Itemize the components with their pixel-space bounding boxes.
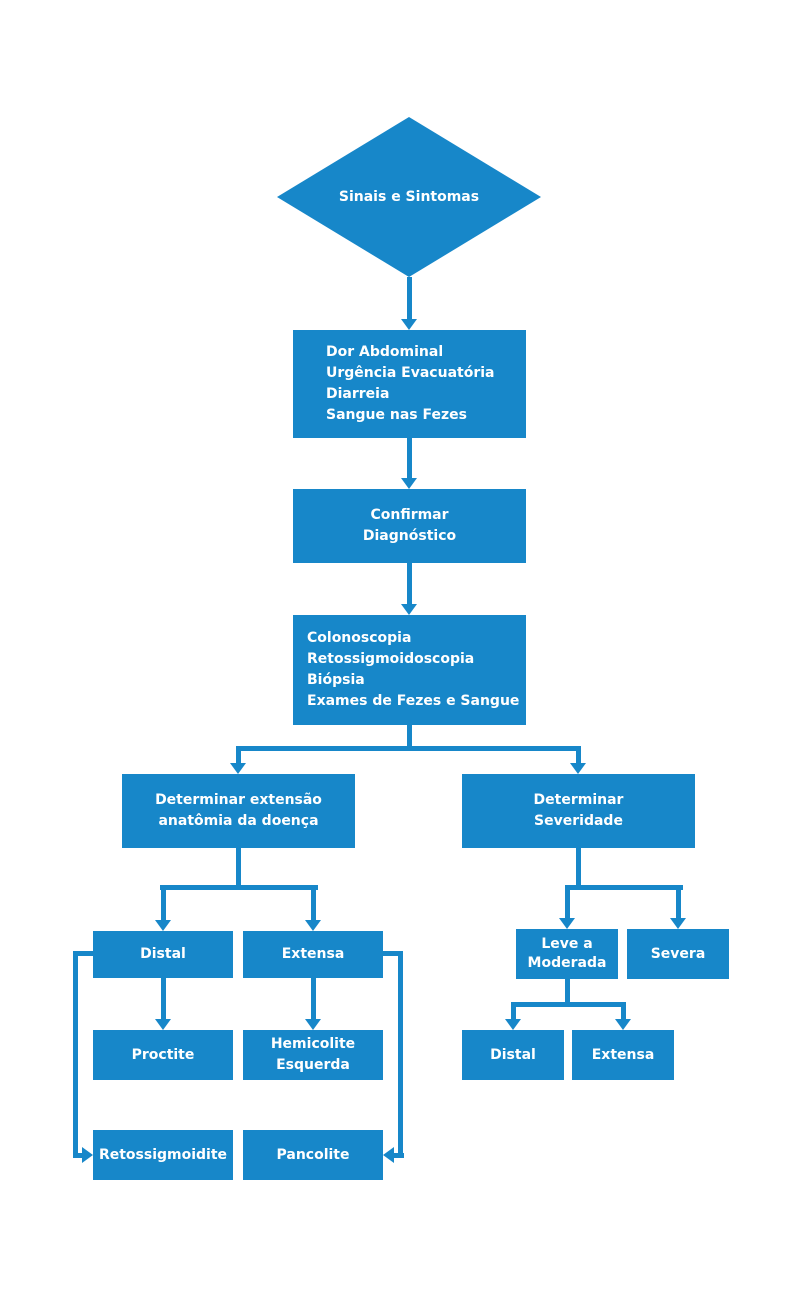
arrowhead-to-pancolite [383, 1147, 394, 1163]
severity-line: Determinar [533, 792, 624, 808]
exams-line: Exames de Fezes e Sangue [307, 693, 520, 709]
connector-extent-down [236, 848, 241, 890]
box-extensa-right: Extensa [572, 1030, 674, 1080]
connector-extent-horizontal [160, 885, 318, 890]
distal-left-label: Distal [140, 946, 186, 962]
exams-line: Colonoscopia [307, 630, 412, 646]
severity-line: Severidade [534, 813, 623, 829]
connector-extensa-bypass-in [394, 1153, 404, 1158]
arrowhead-to-hemicolite [305, 1019, 321, 1030]
box-determinar-severidade: Determinar Severidade [462, 774, 695, 848]
arrowhead-to-extent [230, 763, 246, 774]
connector-to-extensa-right [621, 1002, 626, 1022]
connector-branch-horizontal [236, 746, 581, 751]
arrowhead-to-confirm [401, 478, 417, 489]
box-distal-right: Distal [462, 1030, 564, 1080]
connector-to-leve-moderada [565, 885, 570, 921]
connector-to-distal-right [511, 1002, 516, 1022]
retossigmoidite-label: Retossigmoidite [98, 1146, 228, 1163]
box-retossigmoidite: Retossigmoidite [93, 1130, 233, 1180]
extensa-left-label: Extensa [281, 946, 345, 962]
connector-distal-bypass-in [73, 1153, 83, 1158]
box-exams: Colonoscopia Retossigmoidoscopia Biópsia… [293, 615, 526, 725]
connector-severity-down [576, 848, 581, 890]
connector-exams-down [407, 725, 412, 751]
box-hemicolite-esquerda: Hemicolite Esquerda [243, 1030, 383, 1080]
decision-sinais-e-sintomas: Sinais e Sintomas [277, 117, 541, 277]
box-pancolite: Pancolite [243, 1130, 383, 1180]
extensa-right-label: Extensa [591, 1046, 655, 1063]
symptoms-line: Dor Abdominal [326, 344, 444, 360]
proctite-label: Proctite [131, 1046, 195, 1063]
box-distal-left: Distal [93, 931, 233, 978]
connector-severity-horizontal [565, 885, 683, 890]
arrowhead-to-retossigmoidite [82, 1147, 93, 1163]
connector-to-severity [576, 746, 581, 766]
confirm-line: Diagnóstico [362, 528, 457, 544]
connector-extensa-bypass-out [383, 951, 403, 956]
box-leve-a-moderada: Leve a Moderada [516, 929, 618, 979]
box-proctite: Proctite [93, 1030, 233, 1080]
connector-leve-down [565, 979, 570, 1007]
exams-line: Retossigmoidoscopia [307, 651, 475, 667]
connector-distal-bypass-down [73, 951, 78, 1158]
symptoms-line: Diarreia [326, 386, 390, 402]
box-confirmar-diagnostico: Confirmar Diagnóstico [293, 489, 526, 563]
hemicolite-line: Esquerda [276, 1057, 350, 1073]
arrowhead-to-proctite [155, 1019, 171, 1030]
leve-moderada-line: Leve a [541, 936, 593, 952]
arrowhead-to-exams [401, 604, 417, 615]
box-extensa-left: Extensa [243, 931, 383, 978]
connector-symptoms-to-confirm [407, 438, 412, 481]
box-symptoms: Dor Abdominal Urgência Evacuatória Diarr… [293, 330, 526, 438]
arrowhead-to-distal-left [155, 920, 171, 931]
arrowhead-to-extensa-right [615, 1019, 631, 1030]
connector-decision-to-symptoms [407, 277, 412, 322]
severa-label: Severa [650, 945, 706, 962]
confirm-line: Confirmar [370, 507, 449, 523]
arrowhead-to-leve-moderada [559, 918, 575, 929]
hemicolite-line: Hemicolite [270, 1036, 356, 1052]
arrowhead-to-extensa-left [305, 920, 321, 931]
arrowhead-to-symptoms [401, 319, 417, 330]
connector-distal-bypass-out [73, 951, 93, 956]
extent-line: anatômia da doença [158, 813, 319, 829]
extent-line: Determinar extensão [155, 792, 322, 808]
connector-extensa-to-hemicolite [311, 978, 316, 1022]
symptoms-line: Urgência Evacuatória [326, 365, 495, 381]
connector-to-extent [236, 746, 241, 766]
box-determinar-extensao: Determinar extensão anatômia da doença [122, 774, 355, 848]
connector-to-severa [676, 885, 681, 921]
connector-confirm-to-exams [407, 563, 412, 607]
box-severa: Severa [627, 929, 729, 979]
arrowhead-to-severity [570, 763, 586, 774]
symptoms-line: Sangue nas Fezes [326, 407, 467, 423]
arrowhead-to-distal-right [505, 1019, 521, 1030]
connector-to-extensa-left [311, 885, 316, 923]
pancolite-label: Pancolite [276, 1146, 350, 1163]
arrowhead-to-severa [670, 918, 686, 929]
exams-line: Biópsia [307, 672, 365, 688]
connector-leve-horizontal [511, 1002, 626, 1007]
connector-to-distal-left [161, 885, 166, 923]
leve-moderada-line: Moderada [527, 955, 607, 971]
connector-distal-to-proctite [161, 978, 166, 1022]
distal-right-label: Distal [490, 1046, 536, 1063]
connector-extensa-bypass-down [398, 951, 403, 1158]
decision-label: Sinais e Sintomas [338, 189, 480, 205]
